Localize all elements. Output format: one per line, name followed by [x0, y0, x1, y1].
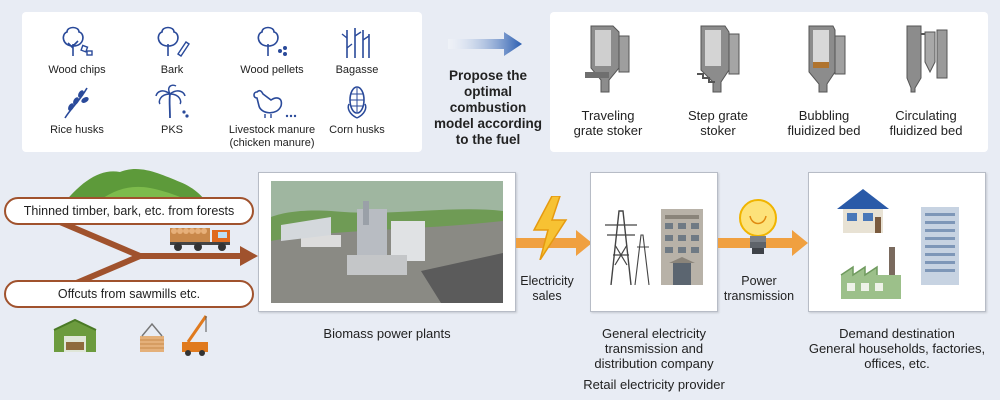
- demand-line: offices, etc.: [864, 356, 930, 371]
- biomass-plant-photo: [271, 181, 503, 303]
- boiler-circulating-fluidized-bed: Circulating fluidized bed: [876, 22, 976, 138]
- boiler-label: grate stoker: [573, 123, 643, 138]
- proposal-line: Propose the: [448, 68, 527, 83]
- source-sawmill-label: Offcuts from sawmills etc.: [57, 287, 201, 301]
- crane-lumber-icon: [140, 315, 208, 356]
- fuel-item-bark: Bark: [127, 24, 217, 77]
- transmission-tower-icon: [605, 210, 650, 285]
- corn-icon: [347, 86, 367, 119]
- proposal-line: model according: [433, 116, 543, 131]
- proposal-text: Propose the optimal combustion model acc…: [428, 68, 548, 148]
- boiler-label: fluidized bed: [889, 123, 963, 138]
- fuel-item-rice-husks: Rice husks: [32, 84, 122, 137]
- demand-frame: [808, 172, 986, 312]
- source-sawmill: Offcuts from sawmills etc.: [4, 280, 254, 308]
- boiler-label: Traveling: [581, 108, 635, 123]
- utility-frame: [590, 172, 718, 312]
- electricity-sales-line: sales: [532, 289, 562, 303]
- tree-pellets-icon: [257, 26, 287, 56]
- fuel-label: Wood chips: [48, 64, 106, 76]
- power-transmission-line: Power: [741, 274, 777, 288]
- utility-line: General electricity: [601, 326, 707, 341]
- circulating-fluidized-bed-icon: [906, 25, 948, 93]
- biomass-plant-label: Biomass power plants: [258, 326, 516, 341]
- lightning-icon: [532, 196, 568, 260]
- sawmill-building-icon: [53, 318, 97, 352]
- fuel-label: Bark: [160, 64, 184, 76]
- fuel-item-pks: PKS: [127, 84, 217, 137]
- utility-line: distribution company: [594, 356, 714, 371]
- fuel-item-wood-pellets: Wood pellets: [227, 24, 317, 77]
- logging-truck-icon: [170, 228, 230, 251]
- proposal-line: optimal: [463, 84, 512, 99]
- bagasse-icon: [341, 28, 370, 58]
- boiler-label: fluidized bed: [787, 123, 861, 138]
- fuel-label: Livestock manure: [228, 124, 316, 136]
- fuel-label: PKS: [160, 124, 183, 136]
- demand-line: General households, factories,: [808, 341, 986, 356]
- orange-arrow-1: [516, 230, 592, 256]
- proposal-line: combustion: [449, 100, 527, 115]
- demand-line: Demand destination: [839, 326, 955, 341]
- boiler-label: stoker: [700, 123, 736, 138]
- fuel-item-wood-chips: Wood chips: [32, 24, 122, 77]
- fuel-label: Rice husks: [50, 124, 104, 136]
- boiler-label: Bubbling: [798, 108, 850, 123]
- bubbling-fluidized-bed-icon: [808, 25, 846, 93]
- fuel-panel: Wood chips Bark Wood pellets Bagasse: [22, 12, 422, 152]
- boiler-label: Circulating: [895, 108, 957, 123]
- rice-icon: [64, 87, 89, 119]
- source-forest: Thinned timber, bark, etc. from forests: [4, 197, 254, 225]
- palm-icon: [155, 84, 189, 119]
- fuel-item-bagasse: Bagasse: [312, 24, 402, 77]
- demand-label: Demand destination General households, f…: [796, 326, 998, 371]
- factory-icon: [840, 247, 901, 299]
- light-bulb-icon: [739, 199, 777, 254]
- fuel-sublabel: (chicken manure): [229, 137, 315, 149]
- power-transmission-line: transmission: [723, 289, 795, 303]
- boiler-bubbling-fluidized-bed: Bubbling fluidized bed: [774, 22, 874, 138]
- chicken-icon: [253, 89, 297, 118]
- power-transmission-label: Power transmission: [716, 274, 802, 304]
- electricity-sales-label: Electricity sales: [512, 274, 582, 304]
- boiler-traveling-grate: Traveling grate stoker: [558, 22, 658, 138]
- house-icon: [837, 189, 889, 233]
- blue-arrow-icon: [448, 32, 522, 56]
- office-building-icon: [661, 209, 703, 285]
- utility-label: General electricity transmission and dis…: [568, 326, 740, 392]
- fuel-item-corn-husks: Corn husks: [312, 84, 402, 137]
- boiler-panel: Traveling grate stoker Step grate stoker…: [550, 12, 988, 152]
- office-tower-icon: [921, 207, 959, 285]
- proposal-line: to the fuel: [455, 132, 521, 147]
- fuel-label: Wood pellets: [240, 64, 304, 76]
- utility-line: transmission and: [604, 341, 704, 356]
- step-grate-boiler-icon: [697, 25, 740, 93]
- biomass-plant-frame: [258, 172, 516, 312]
- electricity-sales-line: Electricity: [520, 274, 574, 288]
- fuel-label: Corn husks: [329, 124, 385, 136]
- fuel-label: Bagasse: [335, 64, 379, 76]
- tree-chips-icon: [62, 26, 93, 56]
- traveling-grate-boiler-icon: [585, 25, 630, 93]
- boiler-step-grate: Step grate stoker: [668, 22, 768, 138]
- biomass-plant-caption: Biomass power plants: [323, 326, 451, 341]
- source-forest-label: Thinned timber, bark, etc. from forests: [23, 204, 235, 218]
- boiler-label: Step grate: [688, 108, 748, 123]
- utility-line: Retail electricity provider: [583, 377, 725, 392]
- fuel-item-livestock-manure: Livestock manure (chicken manure): [217, 84, 327, 150]
- tree-bark-icon: [157, 26, 190, 57]
